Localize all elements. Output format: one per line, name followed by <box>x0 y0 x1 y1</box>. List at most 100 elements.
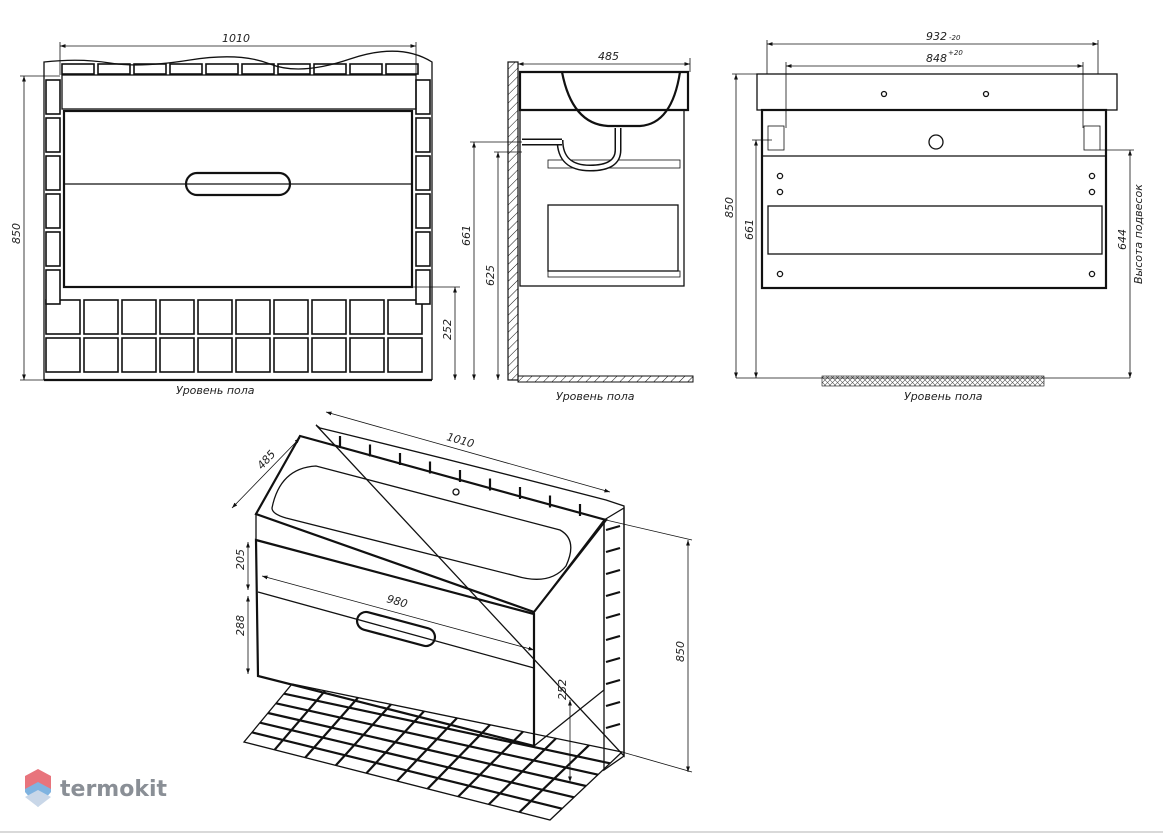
iso-850-label: 850 <box>674 641 687 662</box>
wall-tile <box>385 63 419 75</box>
side-625-label: 625 <box>484 265 497 286</box>
wall-tile <box>45 117 61 153</box>
floor-section <box>517 375 694 383</box>
screw-hole <box>1088 172 1096 180</box>
side-depth-label: 485 <box>598 50 619 63</box>
wall-tile <box>45 231 61 267</box>
drawer-handle <box>184 171 292 197</box>
wall-tile <box>197 337 233 373</box>
wall-tile <box>349 299 385 335</box>
wall-tile <box>313 63 347 75</box>
bottom-border <box>0 831 1163 833</box>
wall-tile-tick <box>605 590 621 598</box>
iso-205-label: 205 <box>234 549 247 570</box>
wall-tile <box>169 63 203 75</box>
back-width-tolerance: -20 <box>949 34 961 42</box>
wall-tile-tick <box>605 678 621 686</box>
screw-hole <box>1088 270 1096 278</box>
wall-tile <box>311 337 347 373</box>
iso-980-label: 980 <box>385 592 409 610</box>
wall-section <box>507 61 519 381</box>
floor-patch <box>821 375 1045 387</box>
wall-tile <box>415 79 431 115</box>
iso-width-line <box>325 411 611 493</box>
wall-tile <box>415 231 431 267</box>
iso-980-line <box>261 575 535 651</box>
wall-tile <box>159 337 195 373</box>
back-661-label: 661 <box>743 219 756 240</box>
cabinet-side <box>519 109 685 287</box>
wall-outline <box>43 50 433 380</box>
termokit-logo: termokit <box>25 769 167 807</box>
back-hanging-label: 644 <box>1116 229 1129 250</box>
screw-hole <box>776 172 784 180</box>
iso-depth-line <box>231 437 301 509</box>
wall-tile <box>387 299 423 335</box>
wall-tile <box>61 63 95 75</box>
iso-depth-label: 485 <box>255 448 279 472</box>
wall-tile-tick <box>605 634 621 642</box>
wall-tile <box>415 193 431 229</box>
floor-grid-line <box>267 711 587 788</box>
wall-tile <box>97 63 131 75</box>
side-floor-label: Уровень пола <box>556 390 635 403</box>
side-view: 485 661 625 Уровень пола <box>460 50 694 403</box>
brand-name: termokit <box>60 777 167 802</box>
wall-tile-tick <box>605 568 621 576</box>
iso-floor <box>242 683 624 821</box>
wall-tile-tick <box>605 722 621 730</box>
wall-tile-tick <box>605 524 621 532</box>
wall-tile-tick <box>605 612 621 620</box>
back-holes-label: 848 <box>926 52 947 65</box>
iso-252-label: 252 <box>556 679 569 700</box>
back-holes-tolerance: +20 <box>948 49 963 57</box>
iso-basin <box>271 465 572 580</box>
wall-tile <box>349 63 383 75</box>
wall-tiles <box>45 63 431 373</box>
front-floor-label: Уровень пола <box>176 384 255 397</box>
wall-tile-tick <box>605 656 621 664</box>
tap-hole <box>982 90 990 98</box>
wall-tile <box>235 337 271 373</box>
wall-tile <box>159 299 195 335</box>
drain-hole <box>928 134 944 150</box>
side-661-label: 661 <box>460 225 473 246</box>
back-height-label: 850 <box>723 197 736 218</box>
iso-width-label: 1010 <box>445 430 475 450</box>
screw-hole <box>776 188 784 196</box>
wall-tile <box>273 337 309 373</box>
tap-hole <box>452 488 460 496</box>
isometric-view: 485 1010 205 288 980 252 850 <box>231 411 693 821</box>
wall-tile <box>415 117 431 153</box>
iso-288-label: 288 <box>234 615 247 636</box>
wall-tile <box>349 337 385 373</box>
back-slab <box>756 73 1118 111</box>
wall-tile <box>205 63 239 75</box>
floor-grid-line <box>251 731 563 810</box>
wall-tile <box>241 63 275 75</box>
wall-tile <box>45 155 61 191</box>
wall-tile <box>45 337 81 373</box>
drawer-runner <box>547 270 681 278</box>
iso-drawer-handle <box>355 610 437 648</box>
wall-tile <box>235 299 271 335</box>
floor-grid-line <box>259 721 575 799</box>
wall-tile-tick <box>605 700 621 708</box>
wall-tile <box>387 337 423 373</box>
basin-bowl <box>560 71 682 128</box>
wall-tile <box>311 299 347 335</box>
iso-cabinet-side <box>533 518 605 748</box>
wall-tile <box>273 299 309 335</box>
back-width-label: 932 <box>926 30 947 43</box>
wall-tile-ticks <box>338 436 621 730</box>
back-floor-label: Уровень пола <box>904 390 983 403</box>
wall-tile <box>83 299 119 335</box>
front-view: 1010 850 252 Уровень пола <box>10 32 460 397</box>
wall-tile <box>121 337 157 373</box>
screw-hole <box>776 270 784 278</box>
wall-tile <box>45 193 61 229</box>
iso-cabinet-front <box>254 538 536 748</box>
floor-grid-line <box>283 692 611 765</box>
cabinet-body <box>62 109 414 289</box>
wall-tile <box>45 299 81 335</box>
